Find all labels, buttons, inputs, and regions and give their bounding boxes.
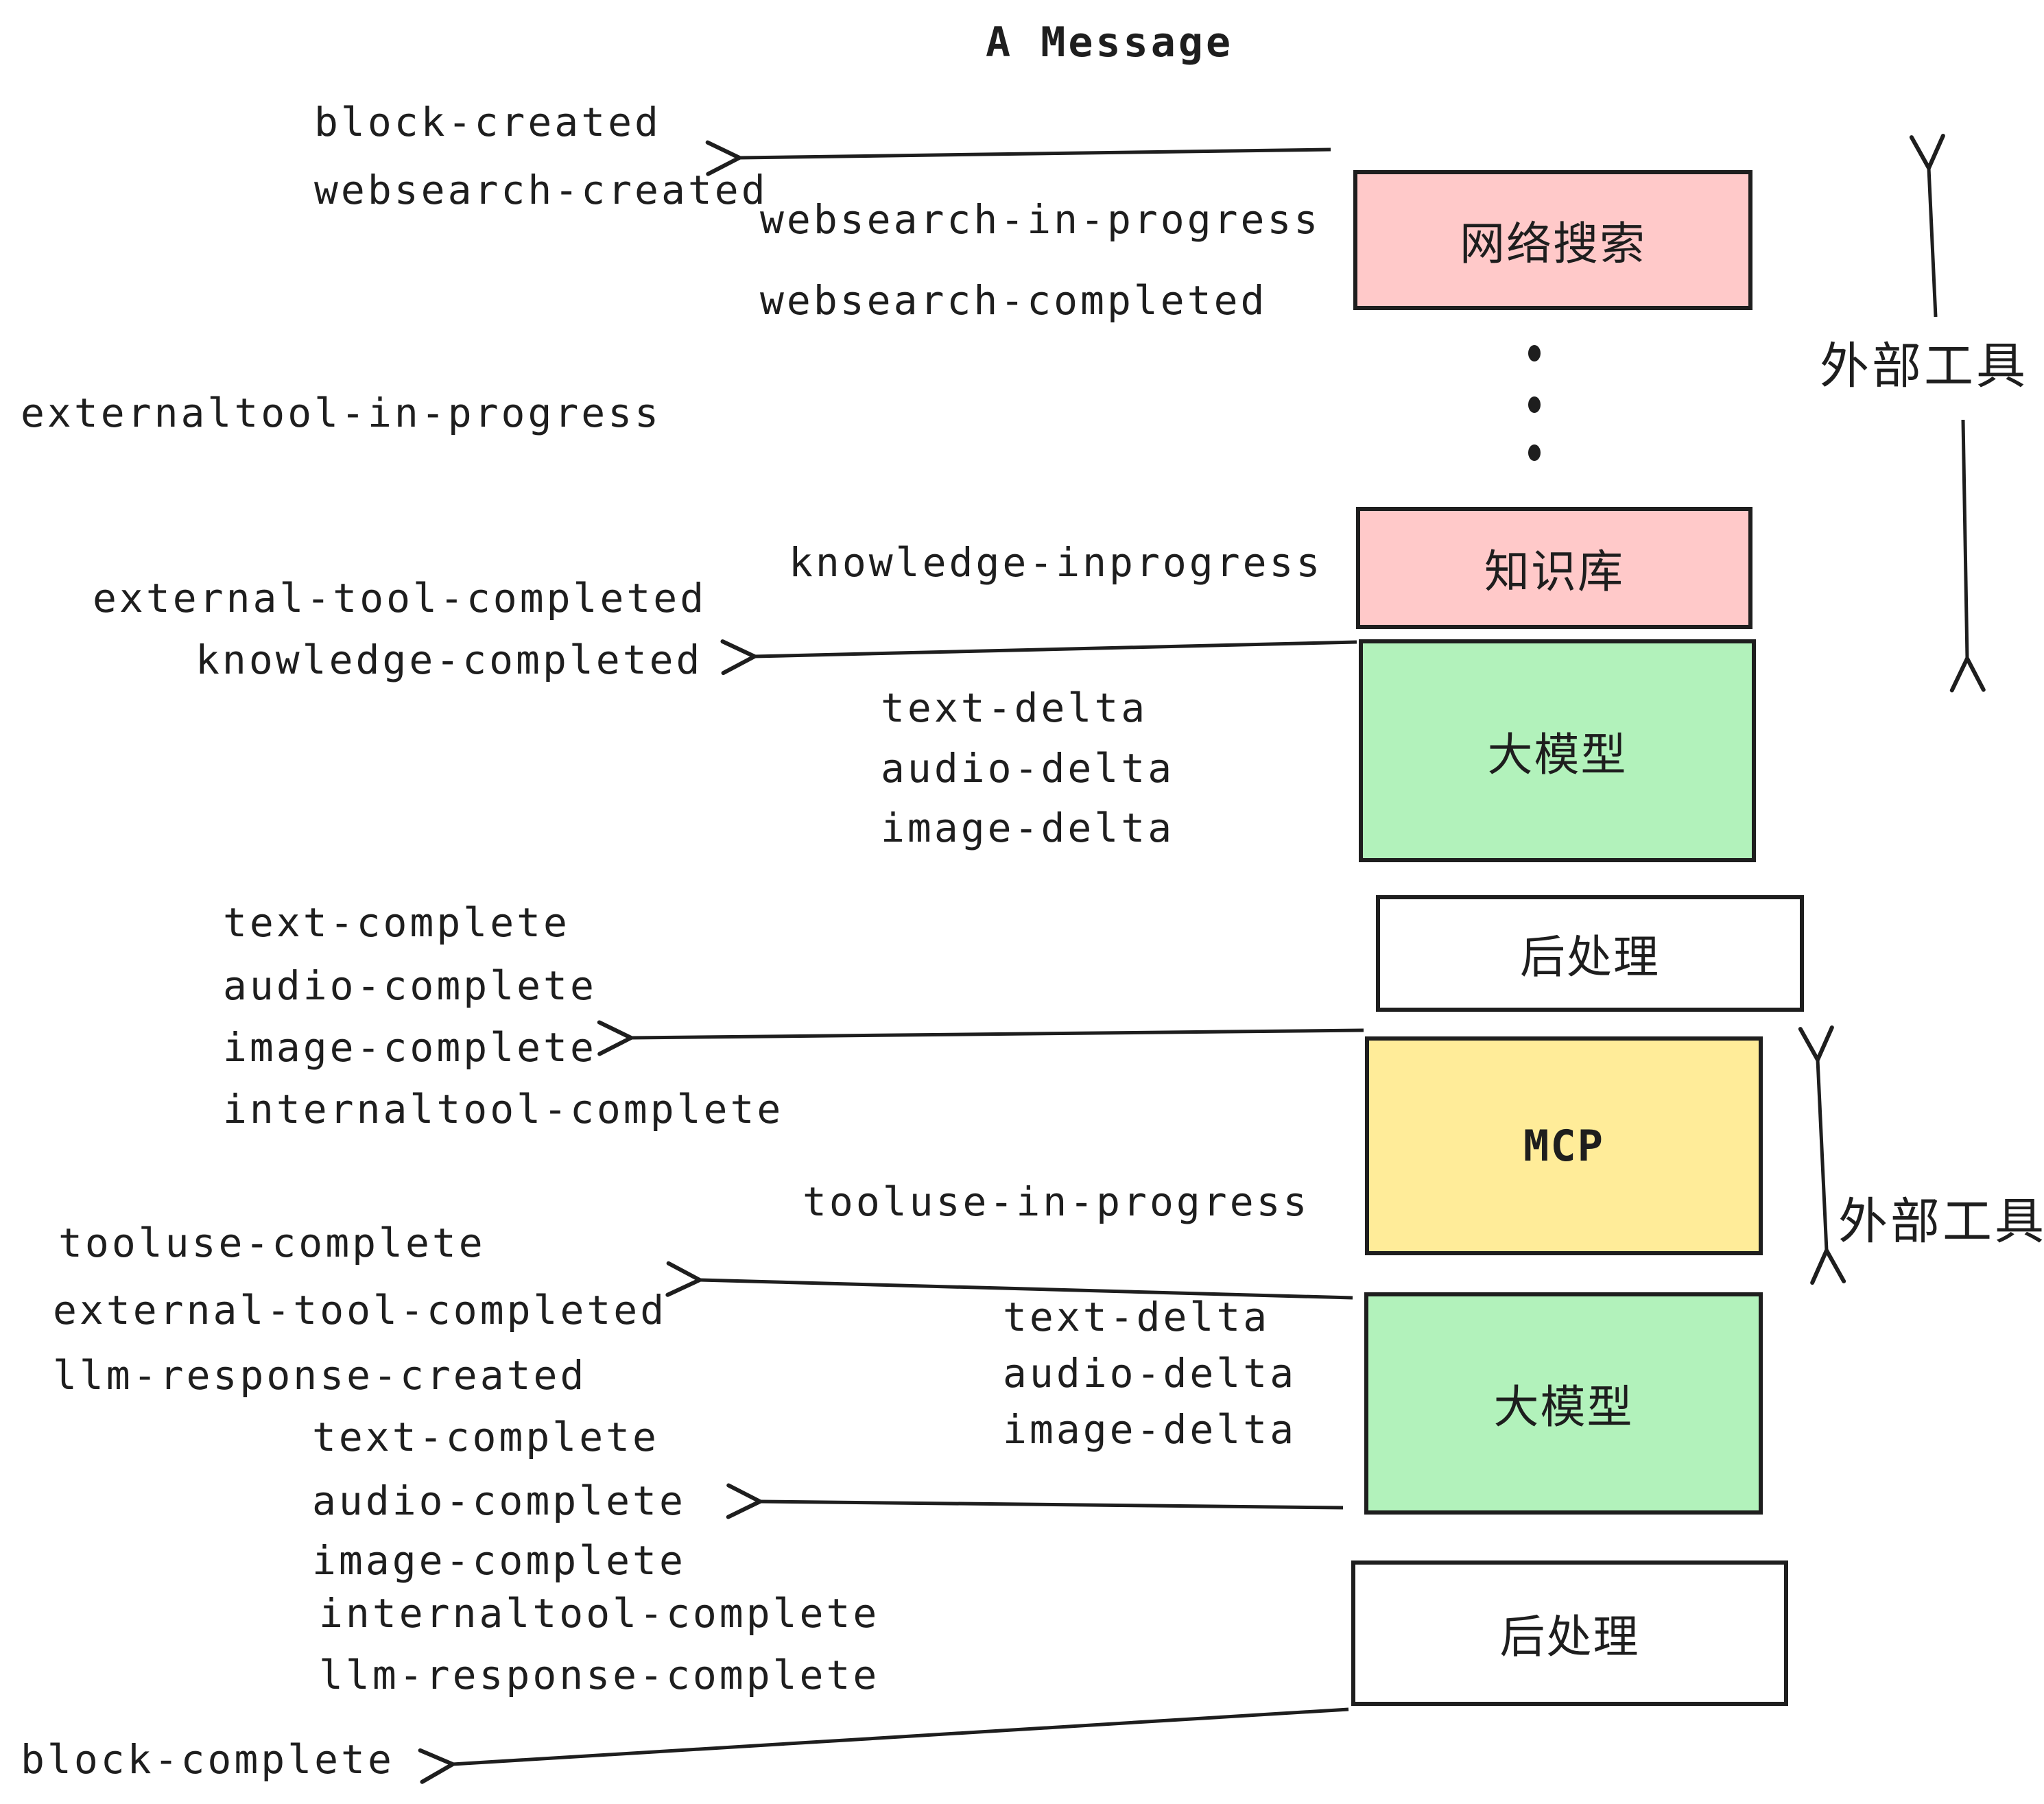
box-post-process-1-label: 后处理 — [1520, 931, 1660, 984]
arrow-to-block-complete — [418, 1707, 1349, 1784]
arrow-to-knowledge-completed — [720, 639, 1357, 676]
box-mcp-label: MCP — [1523, 1121, 1604, 1171]
event-tooluse-complete: tooluse-complete — [58, 1220, 486, 1266]
box-llm-1-label: 大模型 — [1487, 728, 1628, 781]
event-external-tool-completed-1: external-tool-completed — [93, 575, 707, 621]
event-image-complete-1: image-complete — [223, 1024, 597, 1071]
external-tools-arrow-mcp — [1798, 1025, 1846, 1285]
arrow-to-tooluse-complete — [665, 1261, 1353, 1300]
event-text-delta-1: text-delta — [881, 685, 1148, 731]
box-post-process-1: 后处理 — [1376, 895, 1804, 1012]
external-tools-label-1: 外部工具 — [1820, 325, 2029, 398]
arrow-to-image-complete — [597, 1020, 1364, 1056]
box-llm-2: 大模型 — [1364, 1292, 1763, 1515]
external-tools-arrow-up — [1909, 133, 1945, 318]
event-image-delta-1: image-delta — [881, 805, 1175, 851]
event-tooluse-in-progress: tooluse-in-progress — [803, 1178, 1310, 1225]
event-internaltool-complete-2: internaltool-complete — [319, 1590, 880, 1637]
external-tools-label-2: 外部工具 — [1838, 1180, 2044, 1253]
event-text-complete-2: text-complete — [312, 1414, 659, 1460]
event-websearch-in-progress: websearch-in-progress — [760, 196, 1321, 243]
box-web-search-label: 网络搜索 — [1460, 217, 1646, 270]
event-image-complete-2: image-complete — [312, 1537, 686, 1584]
ellipsis-dots-icon — [1528, 345, 1541, 461]
box-post-process-2: 后处理 — [1351, 1560, 1788, 1706]
event-image-delta-2: image-delta — [1003, 1406, 1297, 1453]
event-audio-complete-2: audio-complete — [312, 1477, 686, 1524]
event-websearch-completed: websearch-completed — [760, 277, 1268, 324]
box-web-search: 网络搜索 — [1353, 170, 1752, 310]
event-internaltool-complete-1: internaltool-complete — [223, 1086, 784, 1132]
box-llm-1: 大模型 — [1359, 639, 1756, 862]
arrow-websearch-to-block-created — [705, 140, 1331, 176]
event-block-created: block-created — [314, 99, 661, 145]
event-llm-response-created: llm-response-created — [53, 1352, 587, 1399]
event-websearch-created: websearch-created — [314, 167, 768, 213]
external-tools-arrow-down — [1949, 419, 1986, 693]
event-audio-complete-1: audio-complete — [223, 962, 597, 1009]
event-externaltool-in-progress: externaltool-in-progress — [21, 390, 662, 436]
event-block-complete: block-complete — [21, 1736, 394, 1783]
box-post-process-2-label: 后处理 — [1499, 1611, 1640, 1663]
event-audio-delta-1: audio-delta — [881, 745, 1175, 792]
event-knowledge-completed: knowledge-completed — [195, 637, 703, 683]
arrow-to-audio-complete — [726, 1483, 1344, 1519]
event-knowledge-inprogress: knowledge-inprogress — [789, 539, 1323, 586]
event-audio-delta-2: audio-delta — [1003, 1350, 1297, 1397]
box-llm-2-label: 大模型 — [1493, 1381, 1634, 1434]
box-knowledge-base-label: 知识库 — [1484, 545, 1624, 598]
event-text-delta-2: text-delta — [1003, 1294, 1270, 1340]
event-llm-response-complete: llm-response-complete — [319, 1652, 880, 1698]
diagram-title: A Message — [986, 19, 1234, 67]
event-text-complete-1: text-complete — [223, 899, 570, 946]
box-mcp: MCP — [1365, 1036, 1763, 1255]
event-external-tool-completed-2: external-tool-completed — [53, 1287, 667, 1333]
box-knowledge-base: 知识库 — [1356, 507, 1752, 629]
